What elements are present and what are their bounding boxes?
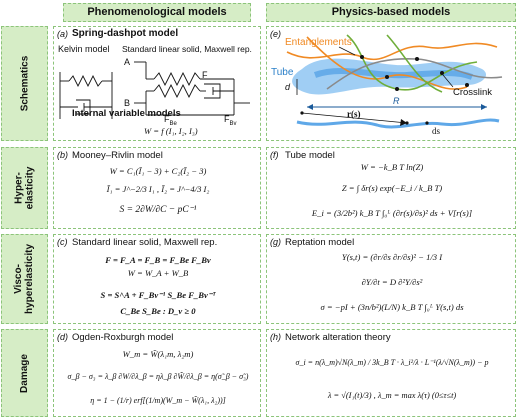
tube-eq-3: E_i = (3/2b²) k_B T ∫₀ᴸ (∂r(s)/∂s)² ds +… [311,208,473,218]
panel-b-mooney-rivlin: (b) Mooney–Rivlin model W = C₁(Ī₁ − 3) +… [53,147,261,229]
panel-g-title: Reptation model [285,237,355,248]
reptation-eq-3: σ = −pI + (3n/b²)(L/N) k_B T ∫₀ᴸ Y(s,t) … [320,302,464,312]
row-label-text: Hyper-elasticity [13,166,36,210]
panel-a-title: Spring-dashpot model [72,28,179,39]
network-eq-1: σ_i = n(λ_m)√N(λ_m) / 3k_B T · λ_i²/λ · … [295,358,489,367]
panel-a-label: (a) [57,29,68,39]
sls-eq-4: C_Be S_Be : D_v ≥ 0 [120,306,196,316]
position-vector-label: r(s) [347,109,361,119]
reptation-eq-2: ∂Y/∂t = D ∂²Y/∂s² [361,277,423,287]
row-label-visco-hyperelasticity: Visco-hyperelasticity [1,234,48,324]
panel-d-ogden-roxburgh: (d) Ogden-Roxburgh model W_m = W̃(λ₁m, λ… [53,329,261,417]
internal-variable-title: Internal variable models [72,108,181,119]
force-f-label: F [202,70,208,80]
row-label-schematics: Schematics [1,26,48,141]
ogden-eq-2: σ_β − σ₃ = λ_β ∂W/∂λ_β = ηλ_β ∂W̃/∂λ_β =… [67,372,249,381]
kelvin-label: Kelvin model [58,44,110,54]
panel-d-label: (d) [57,332,68,342]
panel-f-tube-model: (f) Tube model W = −k_B T ln(Z) Z = ∫ δr… [266,147,516,229]
panel-f-title: Tube model [285,150,335,161]
panel-f-label: (f) [270,150,279,160]
network-eq-2: λ = √(I₁(t)/3) , λ_m = max λ(τ) (0≤τ≤t) [327,391,457,400]
header-physics-based: Physics-based models [266,3,516,22]
mooney-eq-2: Ī₁ = J^−2/3 I₁ , Ī₂ = J^−4/3 I₂ [106,184,210,194]
panel-a-spring-dashpot: (a) Spring-dashpot model Kelvin model St… [53,26,261,141]
mooney-eq-3: S = 2∂W/∂C − pC⁻¹ [119,205,197,215]
tube-label: Tube [271,67,294,78]
panel-c-title: Standard linear solid, Maxwell rep. [72,237,218,248]
panel-g-reptation: (g) Reptation model Y(s,t) = (∂r/∂s ∂r/∂… [266,234,516,324]
panel-c-label: (c) [57,237,68,247]
arc-length-label: ds [432,126,441,136]
force-fbv-label: FBv [224,114,237,127]
tube-eq-2: Z = ∫ δr(s) exp(−E_i / k_B T) [341,183,443,193]
polymer-network-illustration [286,34,503,129]
tube-diameter-label: d [285,82,291,92]
ogden-eq-3: η = 1 − (1/r) erf[(1/m)(W_m − W̃(λ₁, λ₂)… [90,396,226,405]
row-label-text: Damage [19,353,30,393]
panel-e-label: (e) [270,29,281,39]
row-label-hyperelasticity: Hyper-elasticity [1,147,48,229]
reptation-eq-1: Y(s,t) = (∂r/∂s ∂r/∂s)² − 1/3 I [341,252,443,262]
header-phenomenological: Phenomenological models [63,3,251,22]
panel-b-title: Mooney–Rivlin model [72,150,163,161]
row-label-text: Schematics [19,55,30,112]
node-b-label: B [124,98,131,108]
node-a-label: A [124,57,131,67]
panel-c-sls: (c) Standard linear solid, Maxwell rep. … [53,234,261,324]
ogden-eq-1: W_m = W̃(λ₁m, λ₂m) [122,349,194,359]
sls-eq-2: W = W_A + W_B [127,268,189,278]
panel-g-label: (g) [270,237,281,247]
panel-h-title: Network alteration theory [285,332,391,343]
sls-eq-1: F = F_A = F_B = F_Be F_Bv [105,255,211,265]
row-label-damage: Damage [1,329,48,417]
mooney-eq-1: W = C₁(Ī₁ − 3) + C₂(Ī₂ − 3) [109,166,207,176]
row-label-text: Visco-hyperelasticity [13,243,36,315]
panel-e-tube-schematic: (e) Entanglements Tube d Crosslink R r(s… [266,26,516,141]
end-to-end-R-label: R [393,96,400,106]
tube-eq-1: W = −k_B T ln(Z) [360,162,424,172]
panel-h-label: (h) [270,332,281,342]
crosslink-label: Crosslink [453,87,493,98]
panel-h-network-alteration: (h) Network alteration theory σ_i = n(λ_… [266,329,516,417]
panel-d-title: Ogden-Roxburgh model [72,332,174,343]
sls-label: Standard linear solid, Maxwell rep. [122,44,252,54]
internal-variable-eq: W = f (I₁, I₂, I₃) [144,126,198,136]
entanglements-label: Entanglements [285,37,352,48]
panel-b-label: (b) [57,150,68,160]
force-fbe-label: FBe [164,114,177,127]
sls-eq-3: S = S^A + F_Bv⁻¹ S_Be F_Bv⁻ᵀ [100,290,216,300]
spring-dashpot-schematic [59,61,250,119]
